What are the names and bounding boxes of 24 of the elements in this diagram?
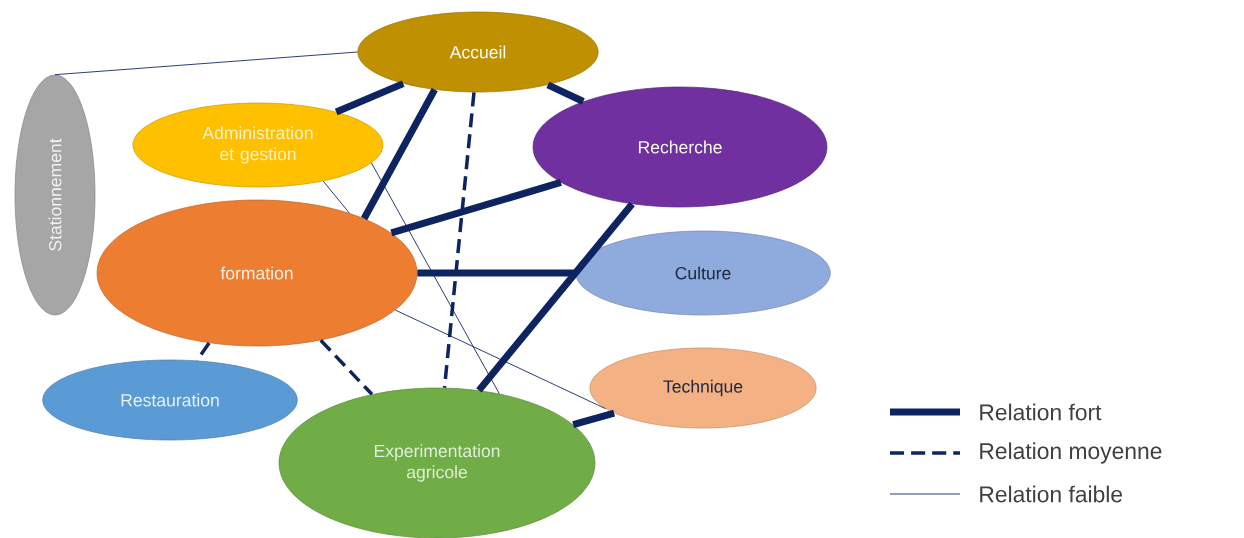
connector-line (319, 339, 374, 396)
connector-line (572, 409, 616, 428)
ellipse-node: formation (96, 199, 418, 347)
ellipse-node: Restauration (42, 359, 298, 441)
ellipse-node: Recherche (532, 86, 828, 208)
connector-line (361, 87, 438, 221)
connector-line (322, 180, 350, 214)
ellipse-node: Administration et gestion (132, 102, 384, 188)
legend-label: Relation moyenne (980, 442, 1162, 464)
connector-line (476, 201, 635, 393)
connector-line (394, 309, 607, 410)
connector-line (442, 92, 476, 388)
ellipse-node: Stationnement (14, 74, 96, 316)
connector-line (371, 162, 500, 395)
ellipse-node: Experimentation agricole (278, 387, 596, 538)
ellipse-node: Technique (589, 347, 817, 429)
legend-label: Relation faible (980, 485, 1123, 503)
legend-label: Relation fort (980, 403, 1102, 421)
connector-line (546, 81, 585, 105)
connector-line (334, 80, 405, 116)
ellipse-node: Accueil (357, 11, 599, 93)
connector-line (390, 179, 562, 237)
connector-line (54, 51, 358, 76)
ellipse-node: Culture (575, 230, 831, 316)
